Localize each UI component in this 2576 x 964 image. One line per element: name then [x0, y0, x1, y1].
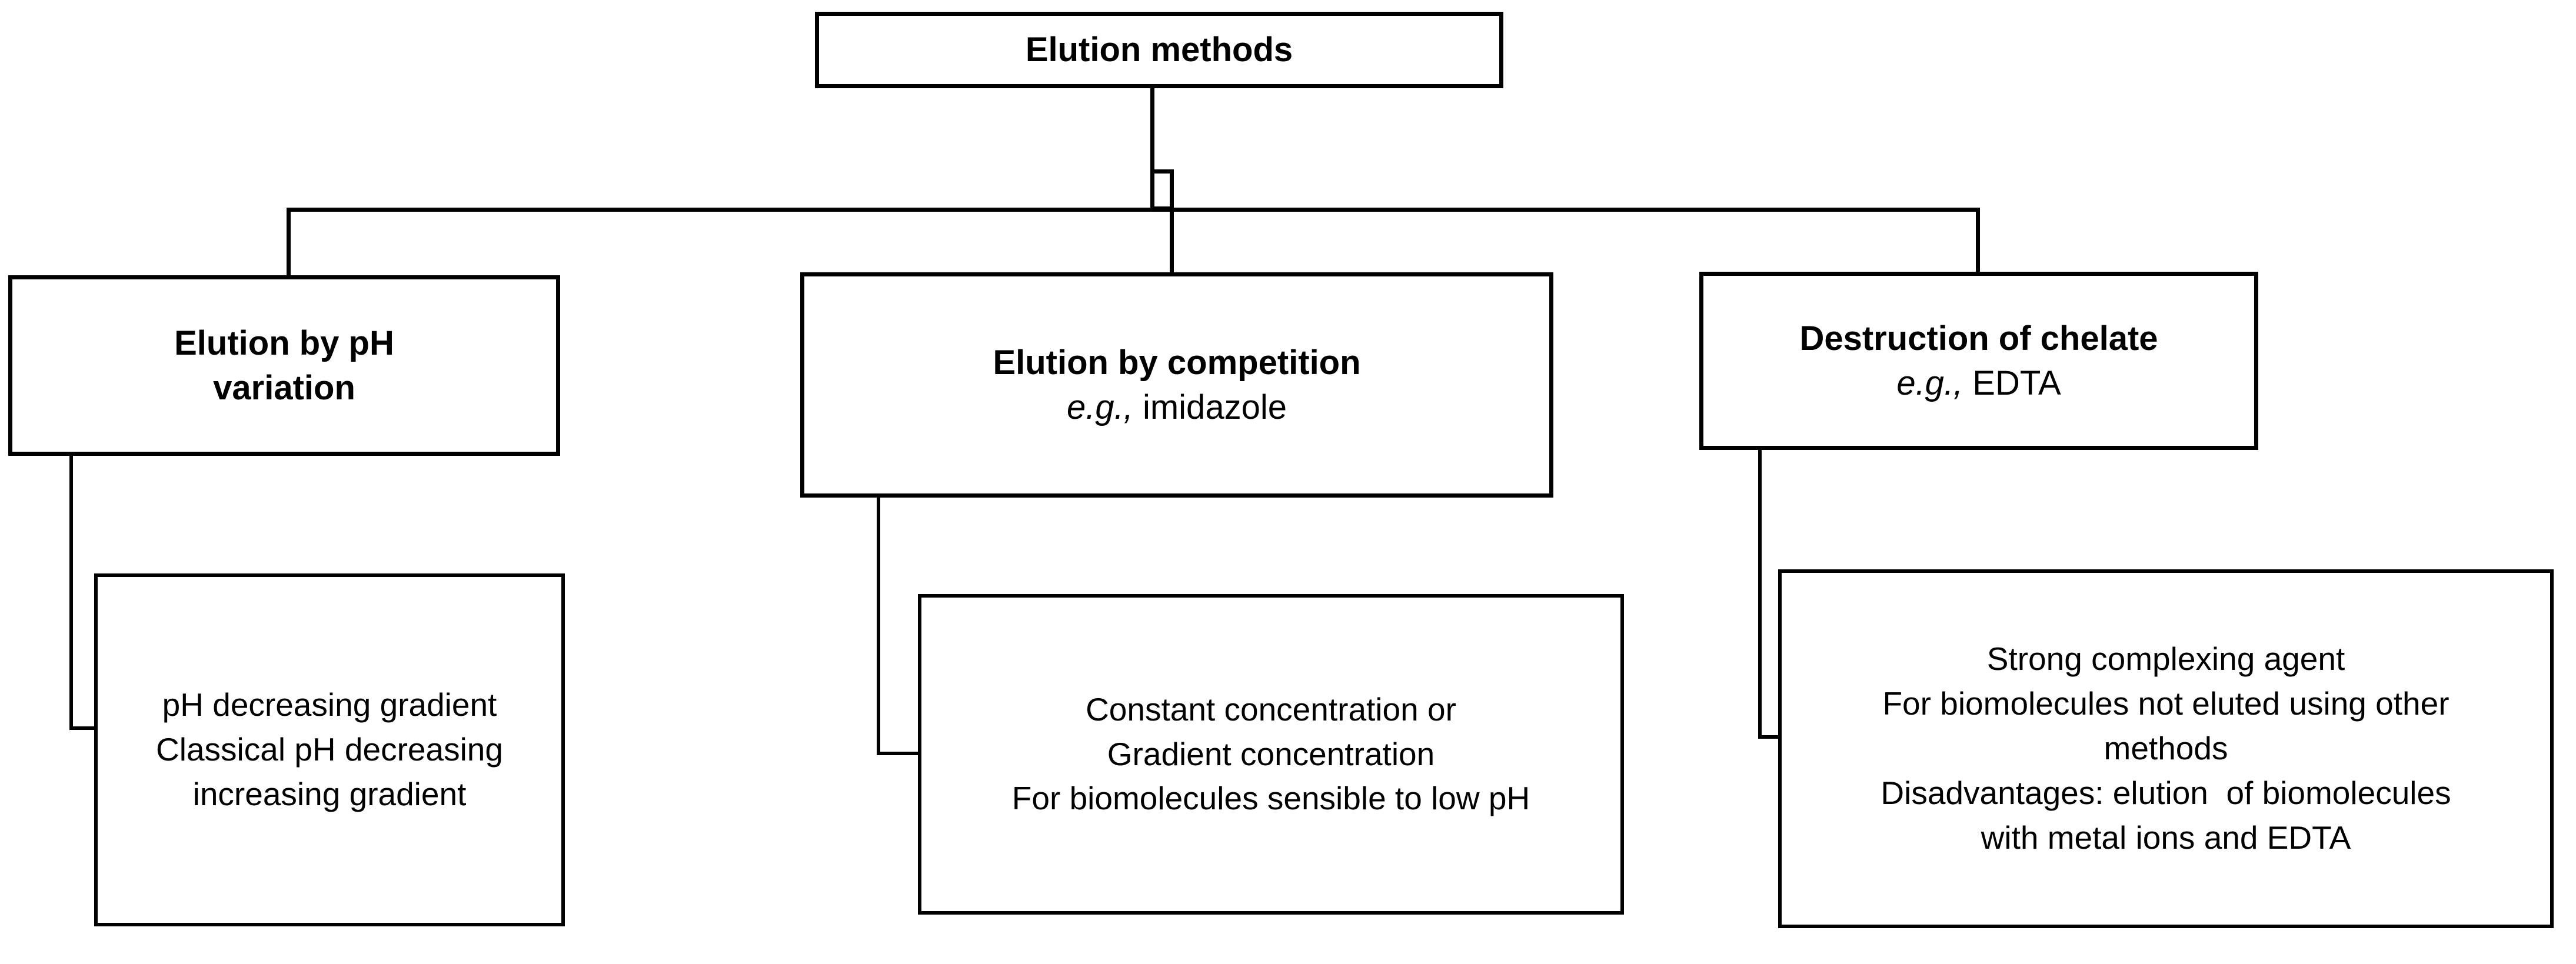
node-branch-ph-variation-title-line2: variation	[213, 368, 355, 407]
connector-drop-right	[1976, 208, 1980, 275]
connector-drop-left	[287, 208, 291, 277]
connector-competition-elbow-vertical	[877, 498, 880, 755]
connector-competition-elbow-horizontal	[877, 752, 923, 755]
connector-ph-variation-elbow-vertical	[69, 456, 73, 730]
connector-root-stem	[1150, 88, 1154, 174]
connector-ph-variation-elbow-horizontal	[69, 726, 99, 730]
detail-competition-line-1: Constant concentration or	[1086, 691, 1456, 728]
node-branch-ph-variation-title-line1: Elution by pH	[174, 324, 394, 363]
detail-chelate-line-4: Disadvantages: elution of biomolecules	[1881, 774, 2451, 811]
node-branch-chelate-destruction-example: e.g., EDTA	[1896, 361, 2061, 405]
detail-chelate-line-3: methods	[2104, 730, 2228, 767]
detail-chelate-line-5: with metal ions and EDTA	[1981, 819, 2351, 856]
node-branch-competition-title-line1: Elution by competition	[993, 343, 1361, 382]
node-branch-chelate-destruction[interactable]: Destruction of chelate e.g., EDTA	[1699, 272, 2258, 450]
connector-chelate-elbow-horizontal	[1758, 735, 1784, 739]
node-branch-chelate-destruction-example-prefix: e.g.,	[1896, 363, 1963, 402]
node-branch-competition[interactable]: Elution by competition e.g., imidazole	[800, 272, 1553, 498]
detail-competition-line-2: Gradient concentration	[1107, 735, 1435, 772]
detail-chelate-line-1: Strong complexing agent	[1986, 641, 2345, 678]
node-branch-chelate-destruction-title-line1: Destruction of chelate	[1799, 319, 2158, 358]
connector-horizontal-bar	[287, 208, 1980, 212]
node-detail-ph-variation[interactable]: pH decreasing gradient Classical pH decr…	[94, 573, 565, 926]
connector-drop-middle	[1170, 208, 1174, 272]
node-root-elution-methods[interactable]: Elution methods	[815, 12, 1503, 88]
node-branch-competition-example-prefix: e.g.,	[1067, 388, 1133, 426]
node-root-label: Elution methods	[1025, 31, 1293, 69]
node-branch-chelate-destruction-example-value: EDTA	[1963, 363, 2061, 402]
node-branch-ph-variation[interactable]: Elution by pH variation	[8, 275, 560, 456]
detail-competition-line-3: For biomolecules sensible to low pH	[1011, 780, 1530, 817]
detail-ph-variation-line-1: pH decreasing gradient	[162, 686, 497, 723]
detail-chelate-line-2: For biomolecules not eluted using other	[1882, 685, 2449, 722]
detail-ph-variation-line-3: increasing gradient	[192, 775, 467, 812]
node-detail-competition[interactable]: Constant concentration or Gradient conce…	[918, 594, 1624, 915]
node-branch-competition-example-value: imidazole	[1133, 388, 1287, 426]
detail-ph-variation-line-2: Classical pH decreasing	[156, 731, 503, 768]
connector-junction-square	[1150, 169, 1174, 211]
connector-chelate-elbow-vertical	[1758, 450, 1762, 739]
node-branch-competition-example: e.g., imidazole	[1067, 385, 1287, 429]
node-detail-chelate-destruction[interactable]: Strong complexing agent For biomolecules…	[1778, 569, 2554, 928]
